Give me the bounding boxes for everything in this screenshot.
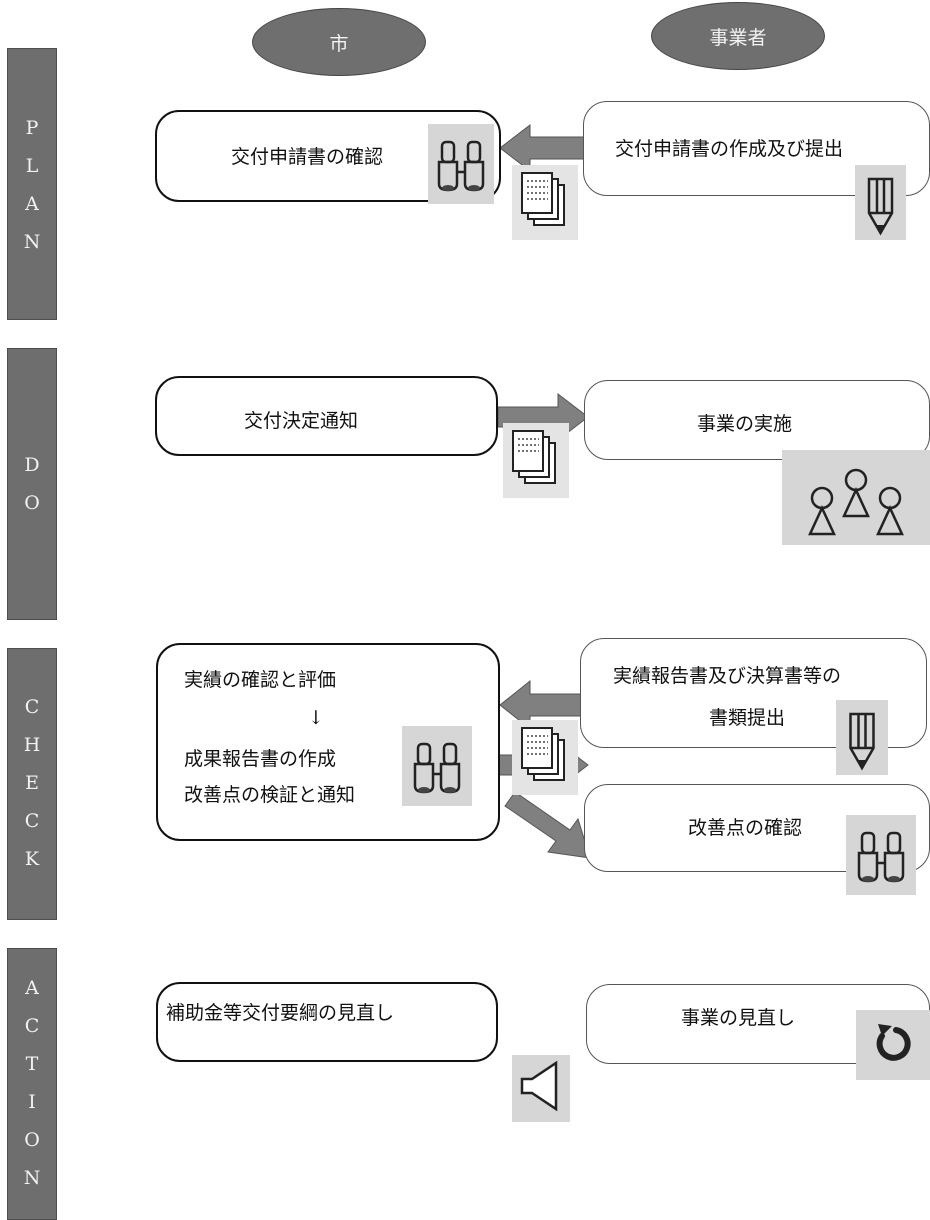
phase-letter: O — [24, 1129, 40, 1151]
do-city-text: 交付決定通知 — [244, 410, 359, 432]
binoculars-icon — [428, 124, 494, 204]
phase-do-bar: D O — [7, 348, 57, 620]
check-city-arrow-down: ↓ — [308, 707, 324, 729]
check-business-line-1: 実績報告書及び決算書等の — [613, 665, 842, 687]
phase-letter: K — [24, 848, 40, 870]
do-business-text: 事業の実施 — [697, 413, 793, 435]
action-business-text: 事業の見直し — [681, 1007, 796, 1029]
phase-plan-bar: P L A N — [7, 48, 57, 320]
check-business2-text: 改善点の確認 — [688, 817, 803, 839]
arrow-diagonal-check — [504, 791, 591, 859]
documents-icon — [512, 720, 578, 795]
actor-business-label: 事業者 — [709, 26, 767, 49]
people-icon — [782, 450, 930, 545]
do-business-box: 事業の実施 — [584, 380, 930, 460]
phase-letter: D — [24, 454, 40, 476]
binoculars-icon — [846, 815, 916, 895]
actor-city-oval: 市 — [252, 8, 426, 76]
action-city-box: 補助金等交付要綱の見直し — [156, 982, 498, 1062]
phase-letter: T — [25, 1053, 39, 1075]
phase-letter: N — [23, 231, 41, 253]
actor-city-label: 市 — [329, 32, 349, 55]
phase-letter: C — [24, 1015, 40, 1037]
actor-business-oval: 事業者 — [651, 2, 825, 70]
check-city-line-4: 改善点の検証と通知 — [184, 784, 356, 806]
plan-business-box: 交付申請書の作成及び提出 — [583, 101, 930, 196]
documents-icon — [503, 423, 569, 498]
phase-letter: O — [24, 492, 40, 514]
plan-city-text: 交付申請書の確認 — [231, 146, 384, 168]
phase-letter: A — [25, 193, 39, 215]
check-city-line-3: 成果報告書の作成 — [184, 748, 337, 770]
check-business-line-2: 書類提出 — [709, 707, 786, 729]
action-city-text: 補助金等交付要綱の見直し — [166, 1002, 395, 1024]
documents-icon — [512, 165, 578, 240]
phase-letter: N — [23, 1167, 41, 1189]
check-city-line-1: 実績の確認と評価 — [184, 669, 337, 691]
phase-letter: A — [25, 977, 39, 999]
phase-letter: C — [24, 696, 40, 718]
binoculars-icon — [402, 726, 472, 806]
megaphone-icon — [512, 1055, 570, 1122]
phase-letter: H — [23, 734, 41, 756]
phase-check-bar: C H E C K — [7, 648, 57, 920]
phase-letter: I — [28, 1091, 36, 1113]
phase-letter: L — [25, 155, 39, 177]
phase-letter: E — [25, 772, 39, 794]
do-city-box: 交付決定通知 — [155, 376, 498, 456]
phase-letter: P — [25, 117, 39, 139]
refresh-icon — [856, 1010, 930, 1080]
plan-business-text: 交付申請書の作成及び提出 — [615, 138, 844, 160]
pencil-icon — [855, 165, 906, 240]
phase-action-bar: A C T I O N — [7, 948, 57, 1220]
pencil-icon — [836, 700, 888, 775]
phase-letter: C — [24, 810, 40, 832]
